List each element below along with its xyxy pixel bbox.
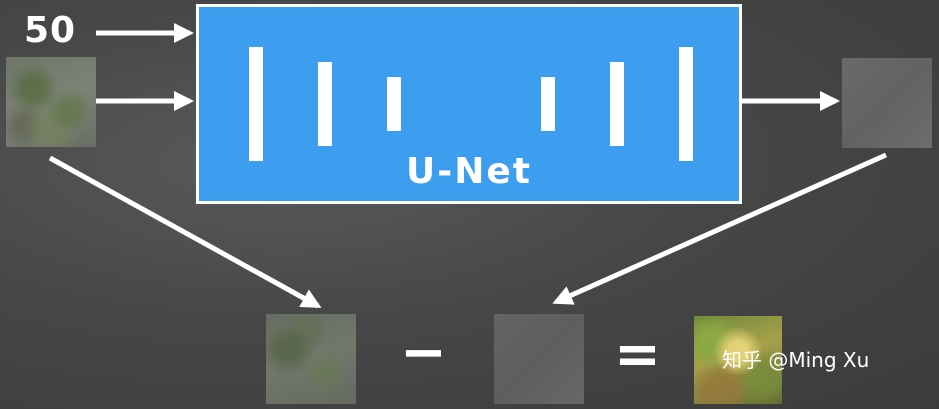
unet-decoder-bar-1 <box>541 77 555 131</box>
image-to-subtraction-arrow <box>48 155 322 309</box>
watermark-text: 知乎 @Ming Xu <box>722 348 870 372</box>
noise-to-subtraction-arrow <box>552 152 888 305</box>
minus-operator: − <box>400 320 447 385</box>
noisy-input-image <box>6 57 96 147</box>
predicted-noise-image <box>842 58 932 148</box>
unet-encoder-bar-2 <box>318 62 332 146</box>
unet-block: U-Net <box>196 4 742 204</box>
unet-encoder-bar-3 <box>387 77 401 131</box>
unet-label: U-Net <box>406 151 532 192</box>
predicted-noise-copy <box>494 314 584 404</box>
noisy-image-copy <box>266 314 356 404</box>
denoised-result-image <box>694 316 782 404</box>
unet-decoder-bar-2 <box>610 62 624 146</box>
timestep-label: 50 <box>24 10 77 51</box>
unet-encoder-bar-1 <box>249 47 263 161</box>
unet-decoder-bar-3 <box>679 47 693 161</box>
equals-operator: = <box>614 322 661 387</box>
